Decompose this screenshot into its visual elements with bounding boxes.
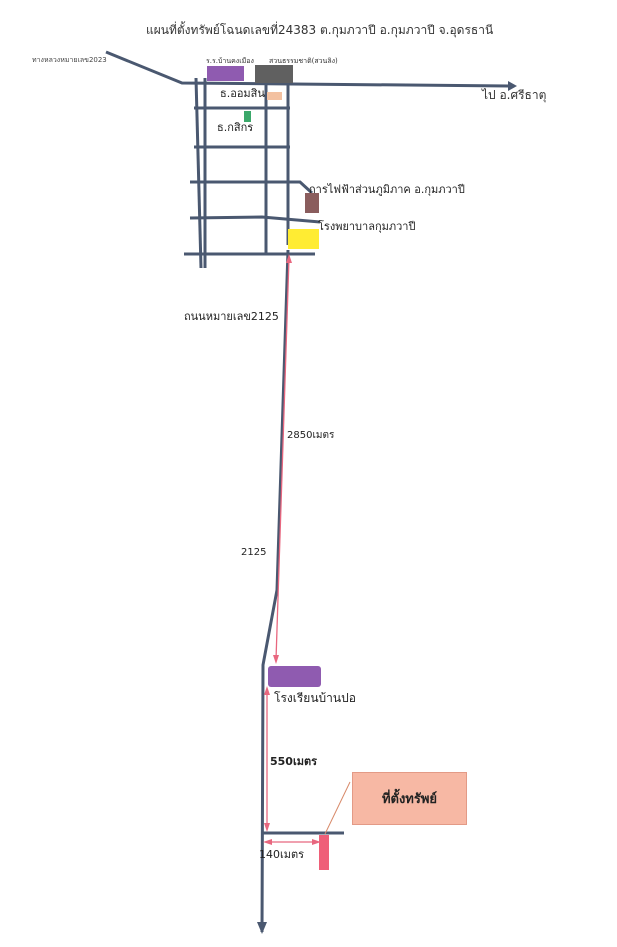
measure-550-head-bottom (264, 823, 270, 832)
road-2125 (260, 249, 290, 933)
road-name-label: ถนนหมายเลข2125 (184, 310, 279, 323)
map-title: แผนที่ตั้งทรัพย์โฉนดเลขที่24383 ต.กุมภวา… (146, 23, 494, 37)
measure-2850 (275, 257, 290, 661)
gsb-bank-label: ธ.ออมสิน (220, 87, 265, 100)
property-marker (319, 835, 329, 870)
pea-marker (305, 193, 319, 213)
distance-2850-label: 2850เมตร (287, 430, 335, 441)
park-marker (255, 65, 293, 83)
school-bottom-label: โรงเรียนบ้านปอ (274, 691, 356, 705)
measure-140-head-right (312, 839, 321, 845)
highway-label: ทางหลวงหมายเลข2023 (32, 56, 107, 64)
distance-140-label: 140เมตร (259, 848, 305, 861)
gsb-bank-marker (267, 92, 282, 100)
highway-2023 (105, 50, 513, 88)
measure-140-head-left (263, 839, 272, 845)
road-vertical-1 (194, 77, 203, 269)
measure-2850-head-bottom (273, 655, 279, 664)
direction-label: ไป อ.ศรีธาตุ (482, 88, 547, 102)
road-end-arrow-icon (257, 922, 267, 934)
park-label: สวนธรรมชาติ(สวนลิง) (269, 57, 338, 65)
kasikorn-bank-marker (244, 111, 251, 122)
distance-550-label: 550เมตร (270, 755, 318, 768)
school-top-marker (207, 66, 244, 81)
property-location-label: ที่ตั้งทรัพย์ (381, 792, 438, 807)
measure-2850-head-top (286, 254, 292, 263)
measurement-lines (263, 254, 321, 845)
pea-label: การไฟฟ้าส่วนภูมิภาค อ.กุมภวาปี (309, 183, 465, 196)
street-3 (190, 180, 314, 195)
direction-arrow-icon (508, 81, 517, 91)
property-location-box: ที่ตั้งทรัพย์ (352, 772, 467, 825)
road-number-label: 2125 (241, 547, 267, 558)
school-bottom-marker (268, 666, 321, 687)
road-network (105, 50, 513, 933)
hospital-label: โรงพยาบาลกุมภวาปี (318, 220, 416, 233)
street-4 (189, 215, 321, 224)
measure-550-head-top (264, 686, 270, 695)
kasikorn-bank-label: ธ.กสิกร (217, 121, 254, 134)
hospital-marker (288, 229, 319, 249)
school-top-label: ร.ร.บ้านคงเมือง (206, 57, 254, 65)
property-leader-line (324, 781, 351, 835)
